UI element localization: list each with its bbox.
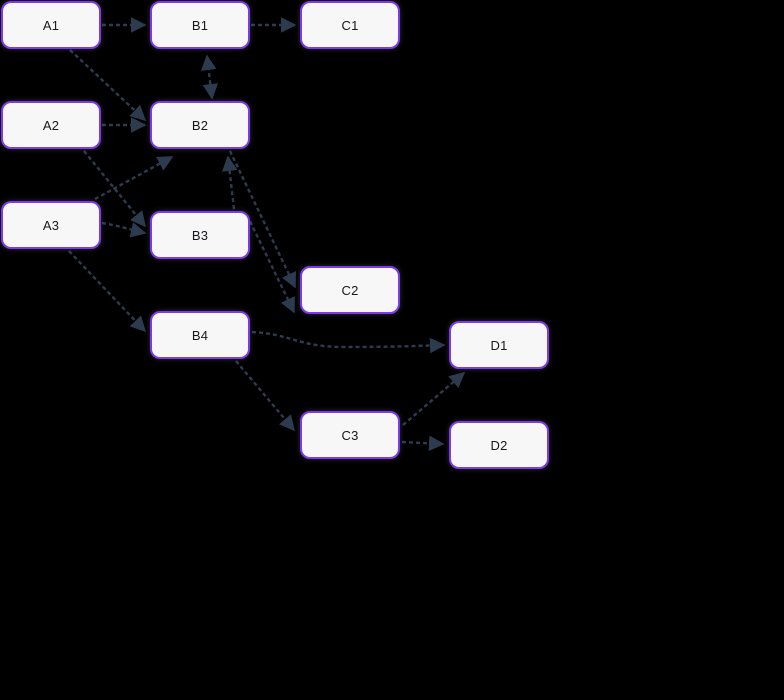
node-b2[interactable]: B2 [150,101,250,149]
node-c1[interactable]: C1 [300,1,400,49]
edge-a3-b3[interactable] [101,221,147,238]
edge-b3-c2[interactable] [245,214,296,314]
node-b4[interactable]: B4 [150,311,250,359]
node-c1-label: C1 [341,17,359,33]
edge-a3-b2[interactable] [94,155,174,201]
node-b2-label: B2 [191,117,209,133]
node-a1[interactable]: A1 [1,1,101,49]
node-c2-label: C2 [341,282,359,298]
node-c3[interactable]: C3 [300,411,400,459]
edge-c3-d1[interactable] [402,371,466,426]
node-b3-label: B3 [191,227,209,243]
node-c2[interactable]: C2 [300,266,400,314]
node-a3[interactable]: A3 [1,201,101,249]
node-d1[interactable]: D1 [449,321,549,369]
edge-c3-d2[interactable] [401,435,445,452]
node-d2[interactable]: D2 [449,421,549,469]
node-a1-label: A1 [42,17,60,33]
edge-b3-b2[interactable] [221,155,238,210]
node-b1[interactable]: B1 [150,1,250,49]
node-d2-label: D2 [490,437,508,453]
node-b3[interactable]: B3 [150,211,250,259]
node-a2-label: A2 [42,117,60,133]
edge-b2-b1[interactable] [200,54,219,100]
edge-b4-c3[interactable] [235,360,296,432]
node-a3-label: A3 [42,217,60,233]
edge-a3-b4[interactable] [68,250,147,333]
edge-a1-b2[interactable] [69,49,147,122]
edge-a2-b3[interactable] [83,150,146,228]
node-c3-label: C3 [341,427,359,443]
node-d1-label: D1 [490,337,508,353]
node-b4-label: B4 [191,327,209,343]
edge-b4-d1[interactable] [251,330,446,354]
node-b1-label: B1 [191,17,209,33]
node-a2[interactable]: A2 [1,101,101,149]
